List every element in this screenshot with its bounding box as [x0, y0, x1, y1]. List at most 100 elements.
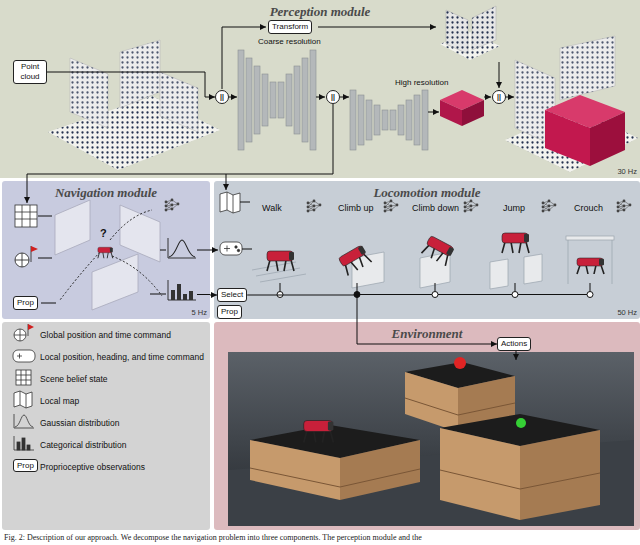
module-title: Locomotion module [373, 185, 480, 200]
navigation-figure [60, 210, 162, 300]
environment-scene [440, 428, 520, 520]
navigation-figure [92, 254, 138, 310]
position-command-icon [15, 253, 29, 267]
locomotion-figure [577, 258, 604, 274]
box-label: Point cloud [17, 62, 43, 82]
categorical-icon [183, 294, 187, 300]
rate-slot: 30 Hz [617, 167, 637, 176]
environment-scene [228, 352, 634, 526]
coarse-network [254, 66, 260, 134]
coarse-network [262, 74, 268, 126]
module-panel: Perception module 30 Hz Point cloud Transfo… [0, 0, 640, 178]
environment-scene [405, 398, 515, 415]
point-cloud-figure [120, 40, 160, 108]
update-rate: 30 Hz [617, 167, 637, 176]
local-map-icon [227, 192, 233, 213]
locomotion-figure [502, 233, 529, 253]
high-res-output [440, 90, 484, 126]
categorical-icon [168, 280, 196, 300]
module-title: Perception module [270, 4, 371, 19]
legend-icons [14, 329, 26, 341]
legend-icons [14, 414, 34, 428]
environment-scene [304, 421, 334, 443]
high-res-output [462, 100, 484, 126]
policy-selector [432, 292, 438, 298]
legend-text: Local map [40, 396, 205, 406]
local-command-icon [224, 246, 230, 252]
coarse-network [238, 50, 316, 150]
panel-ground [2, 181, 210, 319]
perception-wire [318, 27, 436, 28]
policy-selector [512, 292, 518, 298]
perception-wire [222, 27, 266, 89]
transformed-crop [440, 6, 500, 60]
skill-label: Walk [262, 203, 282, 213]
environment-scene [405, 372, 458, 432]
legend-icons [27, 445, 30, 450]
point-cloud-figure [160, 72, 198, 132]
box-label: Transform [272, 22, 308, 32]
scene-belief-output [505, 36, 638, 172]
navigation-figure [38, 216, 166, 303]
transformed-crop [472, 6, 496, 50]
perception-wire [428, 112, 439, 113]
terrain [252, 236, 614, 289]
high-res-network [422, 90, 428, 150]
local-command-icon [237, 249, 239, 251]
coarse-network [270, 82, 276, 118]
terrain [524, 254, 542, 284]
panel-ground [2, 322, 210, 530]
environment-scene [516, 351, 517, 360]
legend-icons [20, 391, 26, 408]
environment-scene [454, 357, 466, 369]
categorical-icon [177, 284, 181, 300]
legend-icons [22, 438, 25, 450]
locomotion-figure [220, 192, 631, 298]
position-command-icon [15, 253, 29, 267]
concat-node: || [492, 90, 506, 104]
terrain [420, 252, 450, 288]
panel-ground [214, 322, 640, 530]
panel-ground [0, 0, 640, 530]
transform-box: Transform [268, 20, 312, 34]
high-res-network [390, 110, 396, 130]
local-command-icon [220, 242, 242, 255]
locomotion-figure [384, 200, 399, 213]
box-label: Select [221, 290, 243, 300]
transformed-crop [446, 10, 468, 54]
coarse-network [238, 50, 244, 150]
coarse-network [286, 74, 292, 126]
point-cloud-figure [70, 58, 108, 128]
point-cloud-figure [160, 72, 198, 132]
local-map-icon [220, 192, 240, 213]
high-res-network [350, 90, 356, 150]
concat-symbol: || [216, 91, 228, 103]
scene-belief-output [560, 36, 615, 100]
scene-belief-icon [15, 205, 37, 227]
coarse-network [310, 50, 316, 150]
perception-wire [226, 104, 333, 190]
perception-wire [229, 97, 237, 98]
locomotion-figure [307, 200, 322, 213]
perception-wire [499, 62, 500, 88]
transformed-crop [472, 6, 496, 50]
skill-label: Jump [503, 203, 525, 213]
module-title: Navigation module [55, 185, 157, 200]
local-map-icon [220, 192, 240, 213]
navigation-figure [15, 199, 218, 310]
point-cloud-figure [120, 40, 160, 108]
terrain [490, 259, 508, 289]
box-label: Prop [221, 307, 238, 317]
stage-label: Coarse resolution [258, 37, 321, 46]
locomotion-figure [464, 200, 479, 213]
legend-icons [14, 436, 34, 450]
local-command-icon [220, 242, 242, 255]
perception-wire [27, 174, 226, 203]
locomotion-figure [338, 245, 371, 276]
legend-icons [17, 354, 22, 359]
legend-icons [14, 391, 32, 408]
gaussian-icon [169, 240, 195, 257]
perception-wire [340, 97, 349, 98]
environment-scene [250, 468, 420, 487]
categorical-icon [168, 280, 196, 300]
